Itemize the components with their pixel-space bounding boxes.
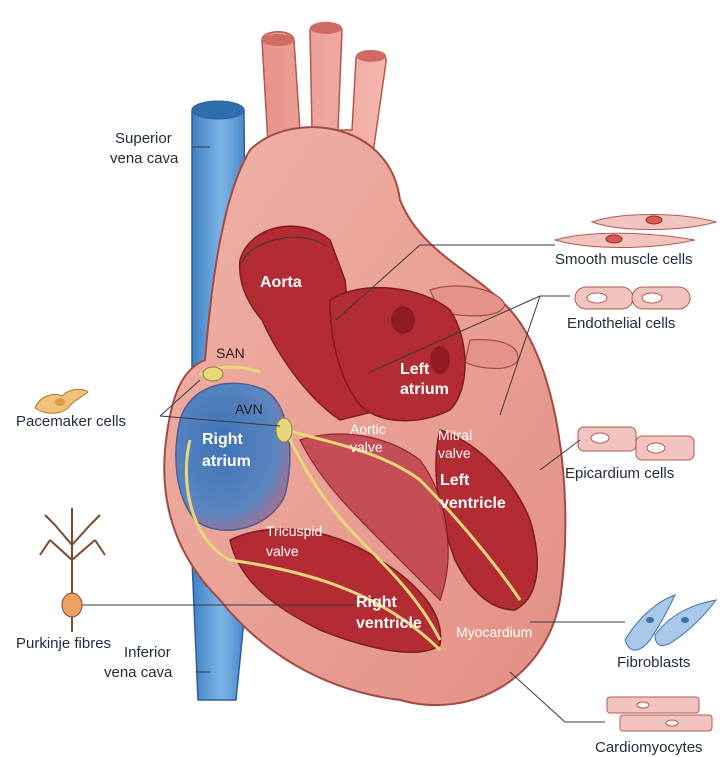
label-fibroblasts: Fibroblasts — [617, 654, 690, 671]
label-aorta: Aorta — [260, 274, 302, 291]
label-smooth-muscle-cells: Smooth muscle cells — [555, 251, 693, 268]
epicardium-cells-illustration — [578, 427, 694, 460]
label-cardiomyocytes: Cardiomyocytes — [595, 739, 703, 756]
label-tricuspid-valve-2: valve — [266, 543, 299, 559]
label-left-ventricle-1: Left — [440, 472, 470, 489]
endothelial-cells-illustration — [575, 287, 690, 309]
svc-opening — [192, 101, 244, 119]
pacemaker-cell-illustration — [35, 389, 88, 413]
label-right-atrium-1: Right — [202, 431, 244, 448]
purkinje-cell-illustration — [40, 508, 105, 632]
san-node — [203, 367, 223, 381]
fibroblasts-illustration — [625, 595, 716, 650]
avn-node — [276, 418, 292, 442]
label-inferior-vena-cava-1: Inferior — [124, 644, 171, 661]
label-avn: AVN — [235, 401, 263, 417]
label-right-atrium-2: atrium — [202, 453, 251, 470]
label-left-ventricle-2: ventricle — [440, 495, 506, 512]
smooth-muscle-cells-illustration — [555, 215, 716, 248]
label-myocardium: Myocardium — [456, 624, 532, 640]
label-san: SAN — [216, 345, 245, 361]
label-endothelial-cells: Endothelial cells — [567, 315, 675, 332]
label-epicardium-cells: Epicardium cells — [565, 465, 674, 482]
label-tricuspid-valve-1: Tricuspid — [266, 523, 322, 539]
label-purkinje-fibres: Purkinje fibres — [16, 635, 111, 652]
label-pacemaker-cells: Pacemaker cells — [16, 413, 126, 430]
label-superior-vena-cava-2: vena cava — [110, 150, 179, 167]
label-aortic-valve-2: valve — [350, 439, 383, 455]
label-right-ventricle-1: Right — [356, 594, 398, 611]
label-left-atrium-2: atrium — [400, 381, 449, 398]
label-superior-vena-cava-1: Superior — [115, 130, 172, 147]
label-left-atrium-1: Left — [400, 361, 430, 378]
label-mitral-valve-2: valve — [438, 445, 471, 461]
label-inferior-vena-cava-2: vena cava — [104, 664, 173, 681]
label-aortic-valve-1: Aortic — [350, 421, 386, 437]
label-mitral-valve-1: Mitral — [438, 427, 472, 443]
cardiomyocytes-illustration — [607, 697, 712, 731]
label-right-ventricle-2: ventricle — [356, 615, 422, 632]
